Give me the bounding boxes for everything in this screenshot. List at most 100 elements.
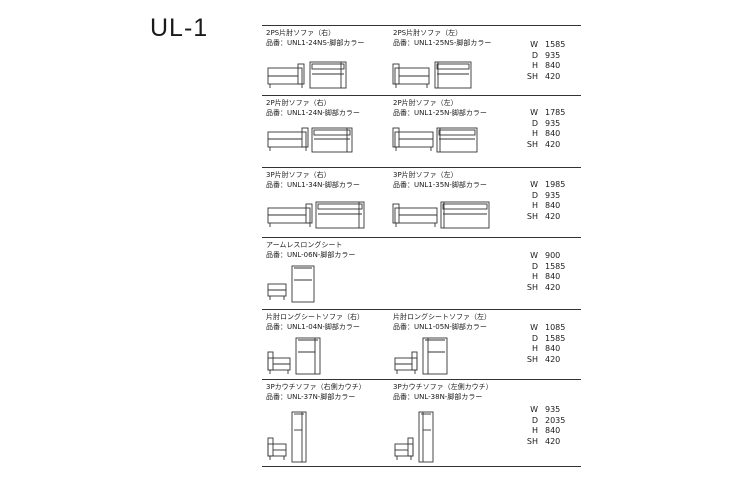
item-code: 品番：UNL1-34N-脚部カラー [266, 181, 360, 189]
item-name: 片肘ロングシートソファ（右） [266, 313, 364, 321]
section-3p-sofa: 3P片肘ソファ（右） 品番：UNL1-34N-脚部カラー 3P片肘ソファ（左） … [262, 167, 581, 237]
series-title: UL-1 [150, 14, 209, 42]
dim-label: SH [526, 71, 538, 81]
item-code: 品番：UNL-06N-脚部カラー [266, 251, 356, 259]
dim-label: W [530, 251, 538, 260]
item-code: 品番：UNL1-25N-脚部カラー [393, 109, 487, 117]
dim-label: H [531, 129, 538, 138]
dim-value: 420 [545, 211, 561, 221]
item-code: 品番：UNL-37N-脚部カラー [266, 393, 356, 401]
dim-value: 935 [545, 405, 561, 414]
dim-value: 1585 [545, 40, 566, 49]
dim-label: W [530, 405, 538, 414]
dim-value: 420 [545, 354, 561, 364]
dim-value: 840 [545, 272, 561, 281]
item-name: 2PS片肘ソファ（右） [266, 29, 336, 37]
dim-label: W [530, 323, 538, 332]
dim-label: SH [526, 211, 538, 221]
dim-label: SH [526, 354, 538, 364]
item-name: 片肘ロングシートソファ（左） [393, 313, 491, 321]
item-code: 品番：UNL1-25NS-脚部カラー [393, 39, 492, 47]
dim-value: 1085 [545, 323, 566, 332]
dim-value: 1585 [545, 333, 566, 343]
item-code: 品番：UNL1-24N-脚部カラー [266, 109, 360, 117]
sofa-drawing-2p-right [267, 127, 353, 153]
dim-value: 900 [545, 251, 561, 260]
dim-label: D [531, 333, 538, 343]
dim-label: W [530, 180, 538, 189]
dim-label: D [531, 118, 538, 128]
dim-label: W [530, 40, 538, 49]
dimensions: W 1985 D 935 H 840 SH 420 [518, 180, 578, 222]
dim-value: 420 [545, 436, 561, 446]
dim-value: 840 [545, 344, 561, 353]
section-2ps-sofa: 2PS片肘ソファ（右） 品番：UNL1-24NS-脚部カラー 2PS片肘ソファ（… [262, 25, 581, 95]
dim-value: 1585 [545, 261, 566, 271]
dim-label: H [531, 61, 538, 70]
sofa-drawing-couch-right [267, 411, 307, 463]
dim-value: 1785 [545, 108, 566, 117]
dim-label: H [531, 272, 538, 281]
item-code: 品番：UNL1-04N-脚部カラー [266, 323, 360, 331]
dim-value: 935 [545, 190, 561, 200]
product-catalog: 2PS片肘ソファ（右） 品番：UNL1-24NS-脚部カラー 2PS片肘ソファ（… [262, 25, 581, 467]
section-arm-long-seat: 片肘ロングシートソファ（右） 品番：UNL1-04N-脚部カラー 片肘ロングシー… [262, 309, 581, 379]
item-name: 2PS片肘ソファ（左） [393, 29, 463, 37]
dim-value: 840 [545, 426, 561, 435]
dim-label: H [531, 344, 538, 353]
dim-label: SH [526, 282, 538, 292]
dim-label: D [531, 190, 538, 200]
item-name: 3Pカウチソファ（左側カウチ） [393, 383, 493, 391]
dim-value: 420 [545, 71, 561, 81]
dim-label: H [531, 426, 538, 435]
dimensions: W 900 D 1585 H 840 SH 420 [518, 251, 578, 293]
sofa-drawing-2ps-right [267, 61, 347, 89]
sofa-drawing-3p-right [267, 201, 365, 229]
section-armless-long-seat: アームレスロングシート 品番：UNL-06N-脚部カラー W 900 D 1585 … [262, 237, 581, 309]
dim-value: 935 [545, 118, 561, 128]
sofa-drawing-armless [267, 265, 315, 303]
dim-label: SH [526, 139, 538, 149]
sofa-drawing-couch-left [394, 411, 434, 463]
item-name: アームレスロングシート [266, 241, 343, 249]
dim-value: 840 [545, 129, 561, 138]
dim-label: H [531, 201, 538, 210]
sofa-drawing-arm-long-right [267, 337, 321, 375]
item-code: 品番：UNL1-05N-脚部カラー [393, 323, 487, 331]
item-code: 品番：UNL-38N-脚部カラー [393, 393, 483, 401]
dim-label: SH [526, 436, 538, 446]
item-name: 3P片肘ソファ（左） [393, 171, 458, 179]
dim-value: 840 [545, 61, 561, 70]
sofa-drawing-3p-left [392, 201, 490, 229]
item-3p-left: 3P片肘ソファ（左） 品番：UNL1-35N-脚部カラー [393, 168, 521, 190]
item-armless-long-seat: アームレスロングシート 品番：UNL-06N-脚部カラー [266, 238, 394, 260]
dimensions: W 1585 D 935 H 840 SH 420 [518, 40, 578, 82]
dim-label: D [531, 50, 538, 60]
dim-label: W [530, 108, 538, 117]
item-code: 品番：UNL1-24NS-脚部カラー [266, 39, 365, 47]
section-3p-couch: 3Pカウチソファ（右側カウチ） 品番：UNL-37N-脚部カラー 3Pカウチソフ… [262, 379, 581, 467]
dim-value: 420 [545, 139, 561, 149]
dim-label: D [531, 261, 538, 271]
item-2p-left: 2P片肘ソファ（左） 品番：UNL1-25N-脚部カラー [393, 96, 521, 118]
dimensions: W 1085 D 1585 H 840 SH 420 [518, 323, 578, 365]
item-2ps-left: 2PS片肘ソファ（左） 品番：UNL1-25NS-脚部カラー [393, 26, 521, 48]
item-name: 2P片肘ソファ（左） [393, 99, 458, 107]
item-code: 品番：UNL1-35N-脚部カラー [393, 181, 487, 189]
item-3p-right: 3P片肘ソファ（右） 品番：UNL1-34N-脚部カラー [266, 168, 394, 190]
sofa-drawing-2p-left [392, 127, 478, 153]
item-2p-right: 2P片肘ソファ（右） 品番：UNL1-24N-脚部カラー [266, 96, 394, 118]
item-name: 2P片肘ソファ（右） [266, 99, 331, 107]
item-couch-left: 3Pカウチソファ（左側カウチ） 品番：UNL-38N-脚部カラー [393, 380, 521, 402]
dim-value: 1985 [545, 180, 566, 189]
section-2p-sofa: 2P片肘ソファ（右） 品番：UNL1-24N-脚部カラー 2P片肘ソファ（左） … [262, 95, 581, 167]
dimensions: W 1785 D 935 H 840 SH 420 [518, 108, 578, 150]
item-name: 3P片肘ソファ（右） [266, 171, 331, 179]
dim-value: 840 [545, 201, 561, 210]
dim-value: 935 [545, 50, 561, 60]
item-arm-long-left: 片肘ロングシートソファ（左） 品番：UNL1-05N-脚部カラー [393, 310, 521, 332]
dim-value: 420 [545, 282, 561, 292]
sofa-drawing-2ps-left [392, 61, 472, 89]
dim-label: D [531, 415, 538, 425]
